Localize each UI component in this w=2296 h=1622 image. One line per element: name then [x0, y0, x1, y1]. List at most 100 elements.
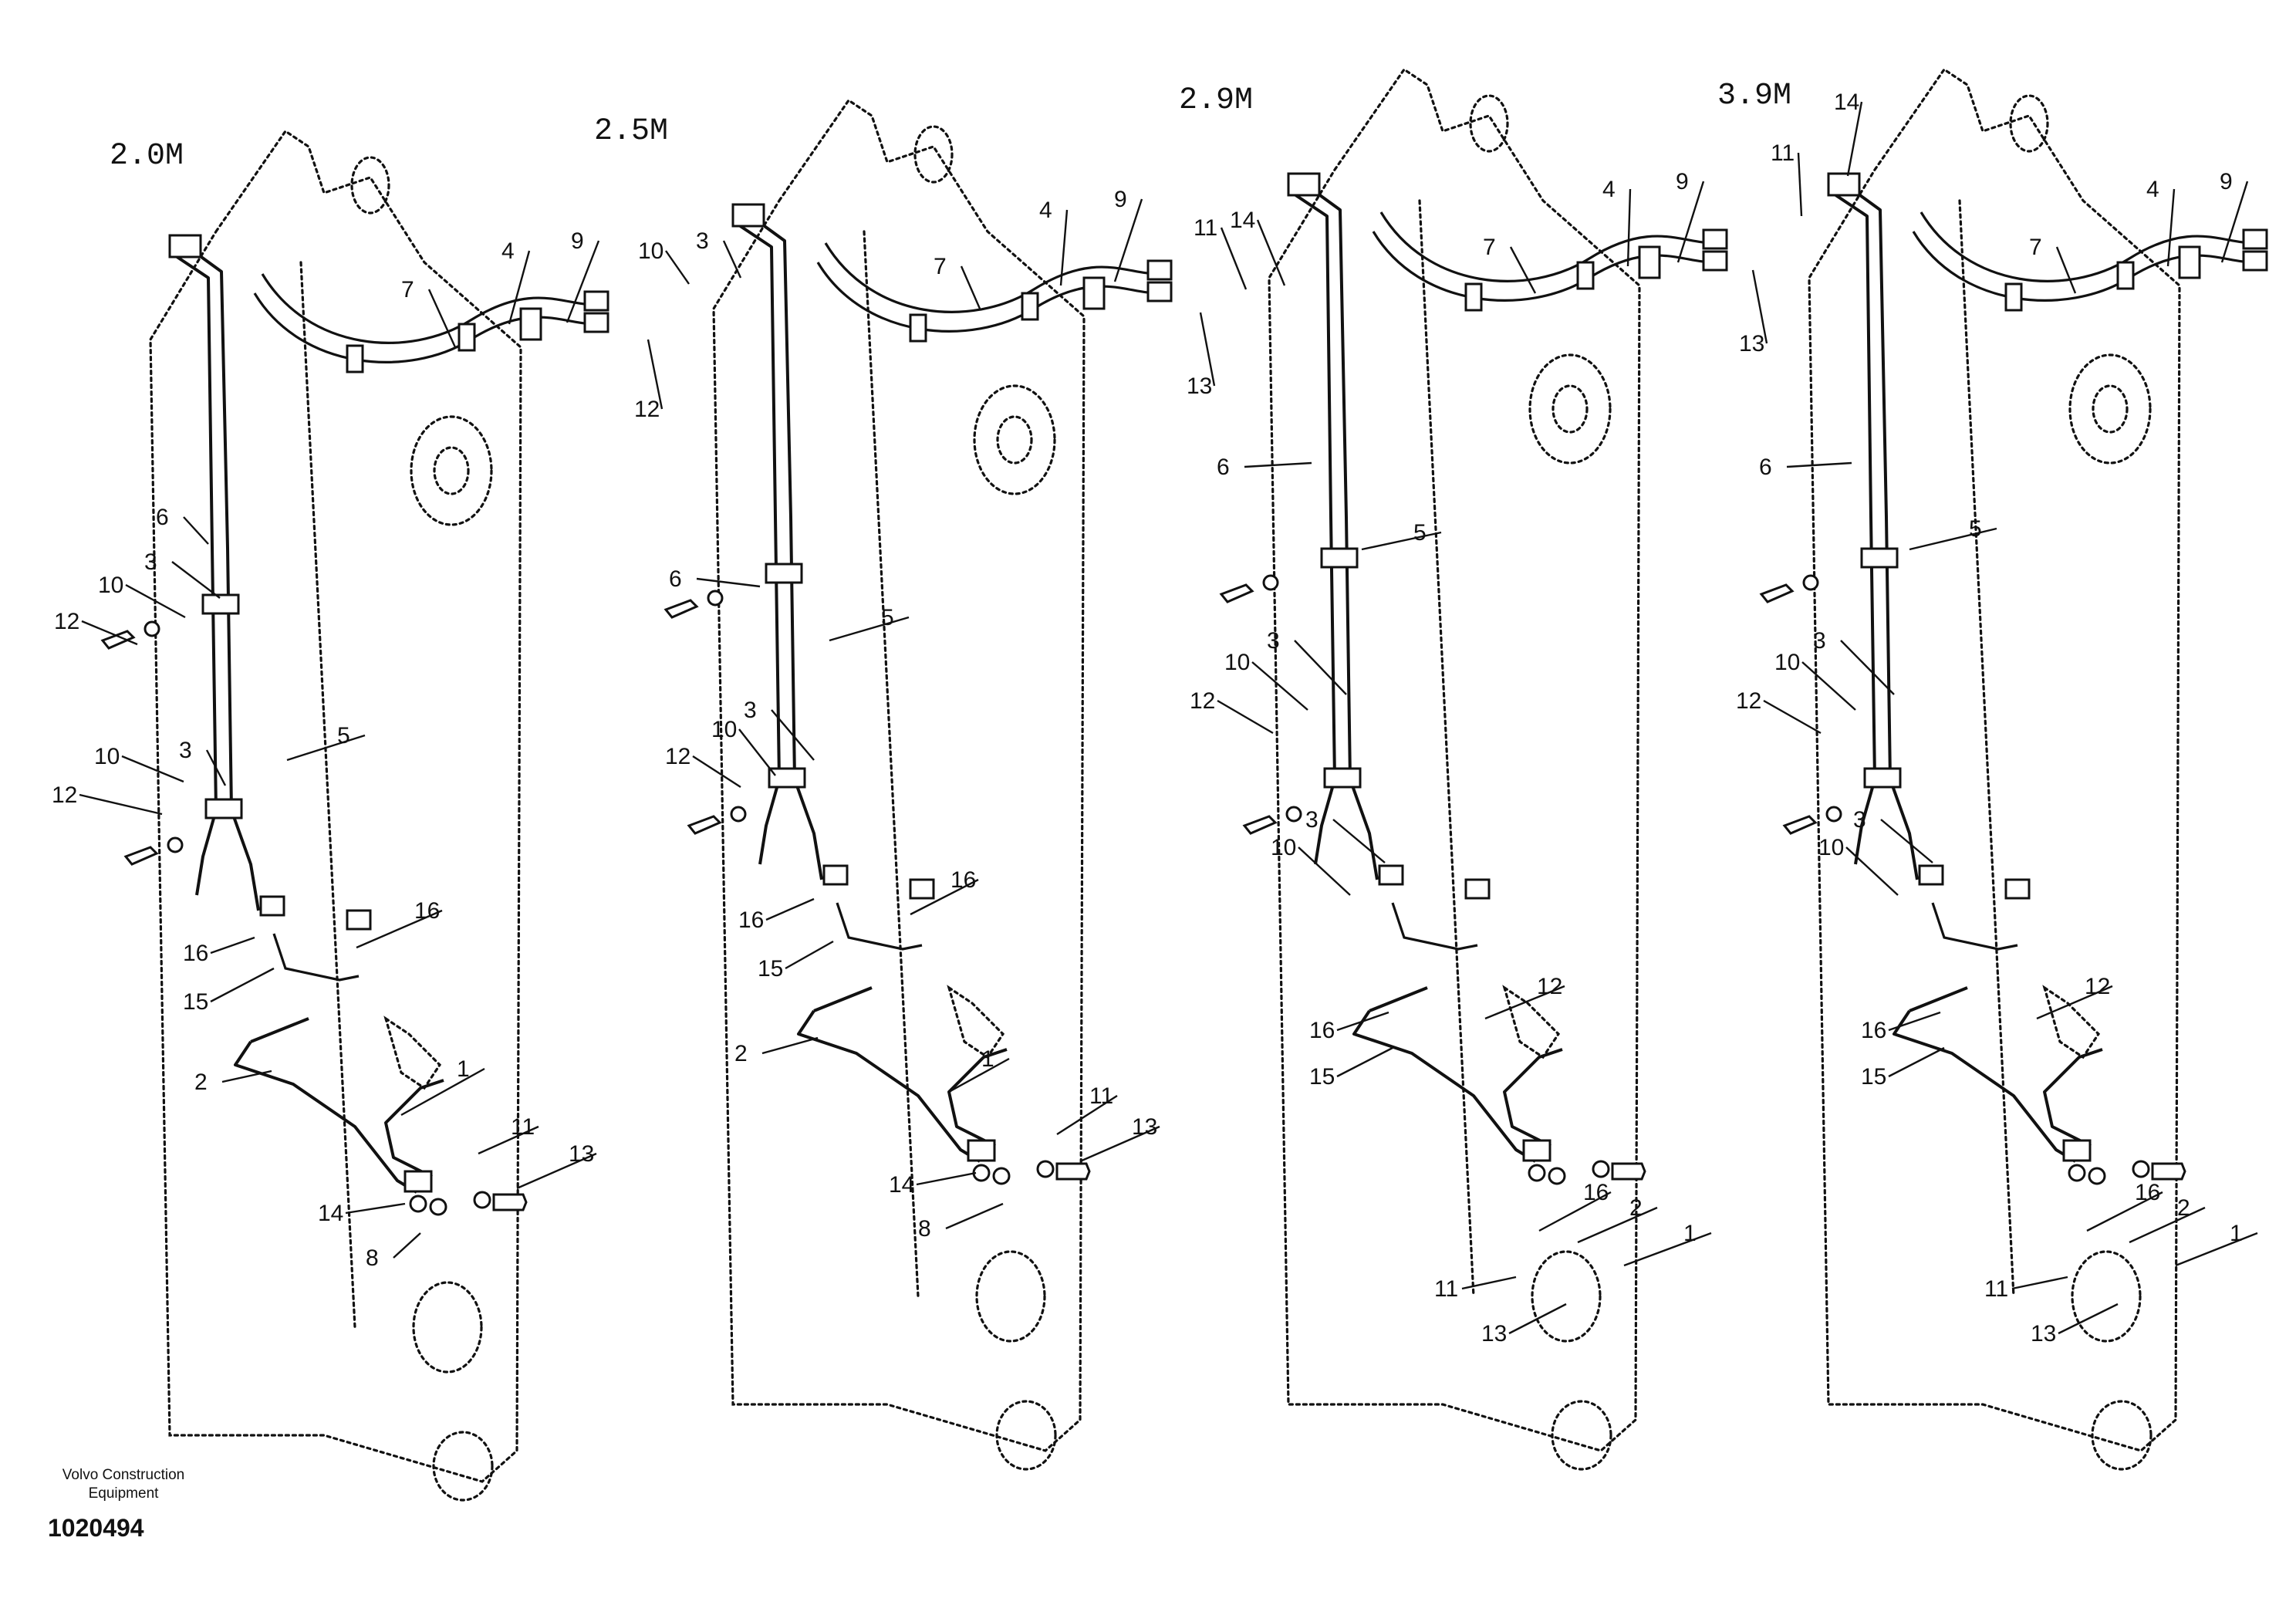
document-number: 1020494	[48, 1514, 144, 1542]
callout-label: 10	[1818, 835, 1844, 860]
callout-1: 1	[948, 1046, 1010, 1093]
callout-label: 16	[183, 941, 208, 966]
callout-leader	[1577, 1206, 1658, 1244]
callout-leader	[183, 516, 209, 545]
callout-3: 3	[1267, 628, 1347, 695]
callout-label: 16	[738, 907, 764, 933]
screw-12	[1782, 815, 1818, 835]
callout-leader	[1508, 1303, 1567, 1335]
callout-leader	[2220, 181, 2249, 263]
boom-pin-boss	[410, 415, 493, 526]
callout-leader	[1909, 527, 1997, 551]
cylinder-bracket	[383, 1015, 442, 1090]
boom-pin-boss	[973, 384, 1056, 495]
clamp-3	[1860, 547, 1899, 569]
pipe-1	[384, 1079, 444, 1178]
hose-4	[824, 242, 1158, 313]
hose-4	[1379, 211, 1714, 282]
nut-8	[429, 1198, 447, 1216]
hose-4	[1372, 231, 1714, 302]
variant-title-3: 2.9M	[1179, 83, 1253, 118]
callout-1: 1	[2175, 1221, 2258, 1267]
callout-4: 4	[2146, 177, 2176, 267]
callout-leader	[785, 940, 834, 970]
callout-11: 11	[1984, 1276, 2068, 1302]
callout-label: 5	[337, 723, 350, 748]
callout-10: 10	[98, 573, 186, 619]
arm-outline	[712, 98, 1086, 1452]
hose-4	[261, 273, 595, 344]
pipe-2	[234, 1017, 418, 1194]
callout-label: 2	[734, 1041, 748, 1066]
callout-label: 5	[1969, 516, 1982, 542]
callout-6: 6	[1759, 454, 1852, 480]
callout-leader	[1888, 1046, 1945, 1078]
callout-leader	[121, 755, 184, 783]
callout-label: 2	[2177, 1195, 2190, 1221]
hose-clamp-7	[458, 323, 476, 352]
callout-label: 8	[366, 1245, 379, 1271]
cylinder-bracket	[947, 985, 1005, 1059]
pipe-end-fitting	[1827, 172, 1861, 197]
callout-label: 3	[1305, 807, 1319, 833]
callout-leader	[960, 265, 981, 309]
screw-13	[1055, 1162, 1091, 1181]
callout-label: 3	[1813, 628, 1826, 654]
callout-12: 12	[665, 744, 741, 789]
washer-10	[144, 620, 160, 637]
callout-leader	[2086, 1191, 2163, 1232]
callout-label: 3	[179, 738, 192, 763]
callout-16: 16	[2086, 1180, 2163, 1232]
link-pin-boss	[2071, 1250, 2142, 1343]
clamp-3	[201, 593, 240, 615]
callout-label: 14	[1230, 208, 1255, 233]
callout-label: 3	[1853, 807, 1866, 833]
washer-11	[2132, 1160, 2150, 1178]
hose-coupling-9	[2242, 228, 2268, 250]
callout-label: 12	[52, 782, 77, 808]
callout-leader	[356, 909, 443, 949]
callout-3: 3	[1305, 807, 1386, 863]
callout-14: 14	[889, 1171, 977, 1198]
callout-4: 4	[1039, 198, 1069, 286]
screw-12	[123, 846, 159, 866]
callout-leader	[696, 577, 761, 588]
pipe-5	[749, 215, 823, 880]
callout-label: 4	[1602, 177, 1616, 202]
callout-label: 13	[569, 1141, 594, 1167]
callout-label: 6	[156, 505, 169, 530]
callout-10: 10	[711, 717, 776, 776]
hose-4	[253, 292, 595, 363]
callout-label: 13	[1187, 373, 1212, 399]
callout-leader	[1256, 219, 1286, 286]
screw-13	[1611, 1162, 1646, 1181]
callout-label: 12	[665, 744, 690, 769]
callout-leader	[1626, 188, 1632, 267]
callout-8: 8	[366, 1232, 421, 1271]
callout-leader	[393, 1232, 421, 1259]
boom-pin-hole	[433, 446, 470, 495]
callout-label: 13	[1481, 1321, 1507, 1347]
pipe-1	[2043, 1048, 2103, 1147]
callout-10: 10	[1818, 835, 1899, 896]
callout-11: 11	[1771, 140, 1803, 217]
nut-8	[992, 1167, 1011, 1185]
callout-14: 14	[1230, 208, 1286, 286]
callout-label: 10	[711, 717, 737, 742]
hose-clamp-4	[519, 307, 542, 341]
adapter-16	[2004, 878, 2031, 900]
adapter-16	[909, 878, 935, 900]
callout-leader	[1298, 846, 1351, 896]
callout-leader	[1676, 181, 1705, 263]
arm-outline	[1268, 67, 1641, 1452]
callout-label: 2	[194, 1070, 208, 1095]
callout-13: 13	[2031, 1303, 2119, 1347]
callout-1: 1	[400, 1056, 485, 1117]
callout-leader	[1538, 1191, 1612, 1232]
callout-4: 4	[1602, 177, 1632, 267]
washer-10	[1825, 806, 1842, 823]
